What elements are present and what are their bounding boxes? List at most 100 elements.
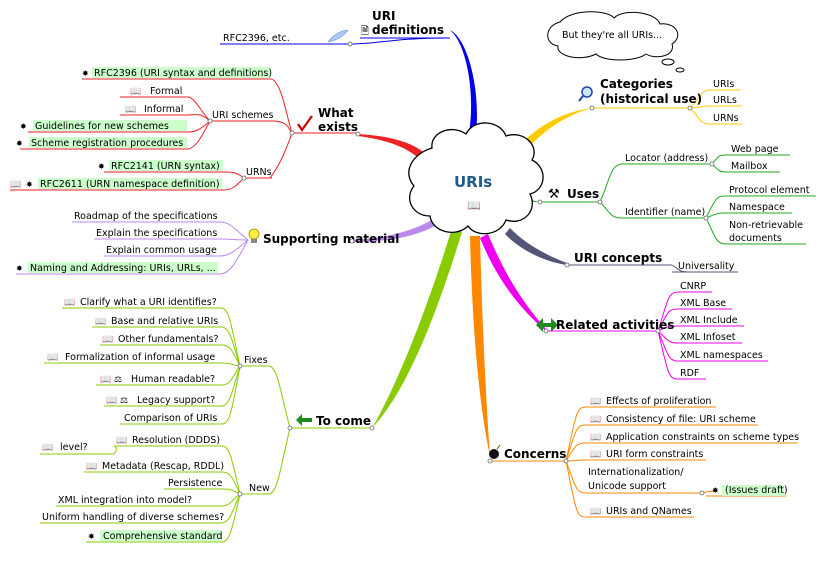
item-namespace[interactable]: Namespace xyxy=(729,202,785,213)
item-human-readable[interactable]: Human readable? xyxy=(131,374,215,385)
item-explain-usage[interactable]: Explain common usage xyxy=(106,245,217,256)
item-naming[interactable]: Naming and Addressing: URIs, URLs, ... xyxy=(30,263,216,274)
uses-title[interactable]: Uses xyxy=(567,187,599,201)
item-xml-integration[interactable]: XML integration into model? xyxy=(58,495,192,506)
item-formalization[interactable]: Formalization of informal usage xyxy=(65,352,215,363)
what-exists-title-line2[interactable]: exists xyxy=(318,120,358,134)
item-form-constraints[interactable]: URI form constraints xyxy=(606,449,703,460)
categories-title-line1[interactable]: Categories xyxy=(600,77,673,91)
item-level[interactable]: level? xyxy=(60,442,88,453)
item-urns[interactable]: URNs xyxy=(246,167,272,178)
branch-uses: ⚒ Uses Locator (address) Web page Mailbo… xyxy=(548,144,810,244)
definitions-title-line2[interactable]: definitions xyxy=(372,23,444,37)
item-roadmap[interactable]: Roadmap of the specifications xyxy=(74,211,218,222)
item-registration[interactable]: Scheme registration procedures xyxy=(31,138,183,149)
item-urns-cat[interactable]: URNs xyxy=(713,113,739,124)
book-icon: 📖 xyxy=(102,335,113,345)
item-xml-include[interactable]: XML Include xyxy=(680,315,738,326)
item-base-relative[interactable]: Base and relative URIs xyxy=(111,316,218,327)
item-legacy[interactable]: Legacy support? xyxy=(137,395,215,406)
item-locator[interactable]: Locator (address) xyxy=(625,153,708,164)
new-label[interactable]: New xyxy=(249,483,270,494)
item-qnames[interactable]: URIs and QNames xyxy=(606,506,692,517)
central-node[interactable]: URIs 📖 xyxy=(408,122,544,235)
item-guidelines[interactable]: Guidelines for new schemes xyxy=(35,121,169,132)
branch-line-what-exists xyxy=(358,134,430,166)
item-mailbox[interactable]: Mailbox xyxy=(731,161,768,172)
item-comparison[interactable]: Comparison of URIs xyxy=(124,413,217,424)
uri-concepts-title[interactable]: URI concepts xyxy=(574,251,662,265)
definitions-item-rfc[interactable]: RFC2396, etc. xyxy=(223,33,290,44)
item-clarify[interactable]: Clarify what a URI identifies? xyxy=(80,297,217,308)
item-comprehensive[interactable]: Comprehensive standard xyxy=(103,531,222,542)
double-arrow-icon xyxy=(536,318,558,332)
definitions-title-line1[interactable]: URI xyxy=(372,9,395,23)
item-explain-specs[interactable]: Explain the specifications xyxy=(96,228,217,239)
item-uri-schemes[interactable]: URI schemes xyxy=(212,110,274,121)
item-other-fund[interactable]: Other fundamentals? xyxy=(118,334,219,345)
item-xml-namespaces[interactable]: XML namespaces xyxy=(680,350,763,361)
item-rfc2611[interactable]: RFC2611 (URN namespace definition) xyxy=(40,179,220,190)
item-identifier[interactable]: Identifier (name) xyxy=(625,207,705,218)
fixes-label[interactable]: Fixes xyxy=(244,355,268,366)
book-icon: 📖 xyxy=(467,199,481,212)
item-rfc2396[interactable]: RFC2396 (URI syntax and definitions) xyxy=(94,68,272,79)
arrow-left-icon xyxy=(296,414,312,426)
bullet-icon: ✸ xyxy=(82,69,89,78)
branch-categories: Categories (historical use) URIs URLs UR… xyxy=(578,77,739,124)
item-intl-1[interactable]: Internationalization/ xyxy=(588,467,684,478)
item-universality[interactable]: Universality xyxy=(678,261,735,272)
item-nonretrievable-2[interactable]: documents xyxy=(729,233,782,244)
item-formal[interactable]: Formal xyxy=(150,86,182,97)
item-rfc2141[interactable]: RFC2141 (URN syntax) xyxy=(111,161,220,172)
item-metadata[interactable]: Metadata (Rescap, RDDL) xyxy=(102,461,224,472)
item-informal[interactable]: Informal xyxy=(144,104,183,115)
bullet-icon: ✸ xyxy=(26,180,33,189)
item-xml-base[interactable]: XML Base xyxy=(680,298,726,309)
concerns-title[interactable]: Concerns xyxy=(504,447,566,461)
book-icon: 📖 xyxy=(95,317,106,327)
branch-uri-concepts: URI concepts Universality xyxy=(574,251,735,272)
item-intl-2[interactable]: Unicode support xyxy=(588,481,666,492)
item-issues[interactable]: (Issues draft) xyxy=(725,485,788,496)
branch-line-supporting xyxy=(352,216,442,242)
item-persistence[interactable]: Persistence xyxy=(168,478,222,489)
related-title[interactable]: Related activities xyxy=(556,318,674,332)
bullet-icon: ✸ xyxy=(88,532,95,541)
item-uris[interactable]: URIs xyxy=(713,79,734,90)
item-cnrp[interactable]: CNRP xyxy=(680,281,706,292)
item-effects[interactable]: Effects of proliferation xyxy=(606,396,711,407)
tools-icon: ⚒ xyxy=(548,187,560,202)
branch-line-to-come xyxy=(372,228,462,428)
categories-title-line2[interactable]: (historical use) xyxy=(600,92,702,106)
bullet-icon: ✸ xyxy=(16,264,23,273)
item-consistency[interactable]: Consistency of file: URI scheme xyxy=(606,414,756,425)
item-protocol[interactable]: Protocol element xyxy=(729,185,810,196)
feather-icon xyxy=(327,29,349,43)
what-exists-title-line1[interactable]: What xyxy=(318,106,354,120)
center-title: URIs xyxy=(454,173,492,191)
item-web-page[interactable]: Web page xyxy=(731,144,779,155)
branch-line-concerns xyxy=(470,236,490,456)
checkmark-icon xyxy=(297,115,313,132)
bomb-icon xyxy=(489,444,501,459)
book-icon: 📖 xyxy=(42,443,53,453)
document-icon: 🗎 xyxy=(361,25,369,37)
scales-icon: ⚖ xyxy=(120,396,128,406)
to-come-title[interactable]: To come xyxy=(316,414,371,428)
branch-what-exists: What exists ✸ RFC2396 (URI syntax and de… xyxy=(10,68,358,190)
item-uniform[interactable]: Uniform handling of diverse schemes? xyxy=(42,512,224,523)
branch-related: Related activities CNRP XML Base XML Inc… xyxy=(536,281,763,379)
book-icon: 📖 xyxy=(100,375,111,385)
item-urls[interactable]: URLs xyxy=(713,95,737,106)
item-resolution[interactable]: Resolution (DDDS) xyxy=(132,435,220,446)
book-icon: 📖 xyxy=(130,87,141,97)
item-rdf[interactable]: RDF xyxy=(680,368,699,379)
callout-text: But they're all URIs... xyxy=(562,30,662,41)
item-app-constraints[interactable]: Application constraints on scheme types xyxy=(606,432,799,443)
item-xml-infoset[interactable]: XML Infoset xyxy=(680,332,736,343)
supporting-title[interactable]: Supporting material xyxy=(263,232,399,246)
item-nonretrievable-1[interactable]: Non-retrievable xyxy=(729,220,803,231)
branch-definitions: URI 🗎 definitions RFC2396, etc. xyxy=(223,9,444,44)
node-endpoints xyxy=(207,41,715,497)
